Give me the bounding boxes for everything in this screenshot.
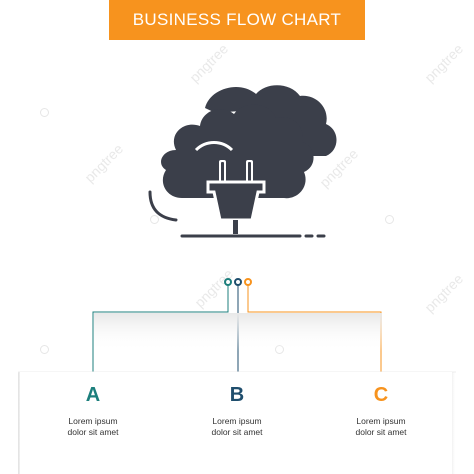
- step-text-b-line2: dolor sit amet: [211, 427, 263, 437]
- plug-prong-left-inner: [221, 162, 224, 182]
- watermark-dot: [40, 345, 49, 354]
- step-card-c: [300, 372, 452, 474]
- step-text-c-line1: Lorem ipsum: [356, 416, 406, 426]
- step-card-a: [20, 372, 172, 474]
- step-text-c: Lorem ipsum dolor sit amet: [311, 416, 451, 438]
- cloud-plug-icon: [148, 85, 337, 238]
- step-text-a-line2: dolor sit amet: [67, 427, 119, 437]
- step-text-b-line1: Lorem ipsum: [212, 416, 262, 426]
- step-text-b: Lorem ipsum dolor sit amet: [167, 416, 307, 438]
- watermark-dot: [40, 108, 49, 117]
- step-letter-b: B: [229, 384, 245, 406]
- step-card-b: [172, 372, 324, 474]
- panel-shade-right: [450, 372, 456, 474]
- step-text-a: Lorem ipsum dolor sit amet: [23, 416, 163, 438]
- watermark-dot: [150, 215, 159, 224]
- watermark-dot: [385, 215, 394, 224]
- title-banner: BUSINESS FLOW CHART: [109, 0, 365, 40]
- chart-title: BUSINESS FLOW CHART: [132, 10, 342, 29]
- plug-body: [206, 180, 266, 222]
- step-text-a-line1: Lorem ipsum: [68, 416, 118, 426]
- connector-line-a: [92, 285, 229, 372]
- connector-dot-b: [234, 278, 242, 286]
- step-text-c-line2: dolor sit amet: [355, 427, 407, 437]
- back-cloud-shape: [205, 85, 337, 156]
- front-cloud-shape: [161, 104, 314, 199]
- plug-prong-right-inner: [248, 162, 251, 182]
- connector-dot-c: [244, 278, 252, 286]
- step-letter-c: C: [373, 384, 389, 406]
- plug-cable: [233, 220, 238, 234]
- connector-dot-a: [224, 278, 232, 286]
- wind-curve: [148, 190, 178, 222]
- step-letter-a: A: [85, 384, 101, 406]
- panel-shade-top: [94, 313, 382, 351]
- cloud-inner-line: [194, 141, 234, 152]
